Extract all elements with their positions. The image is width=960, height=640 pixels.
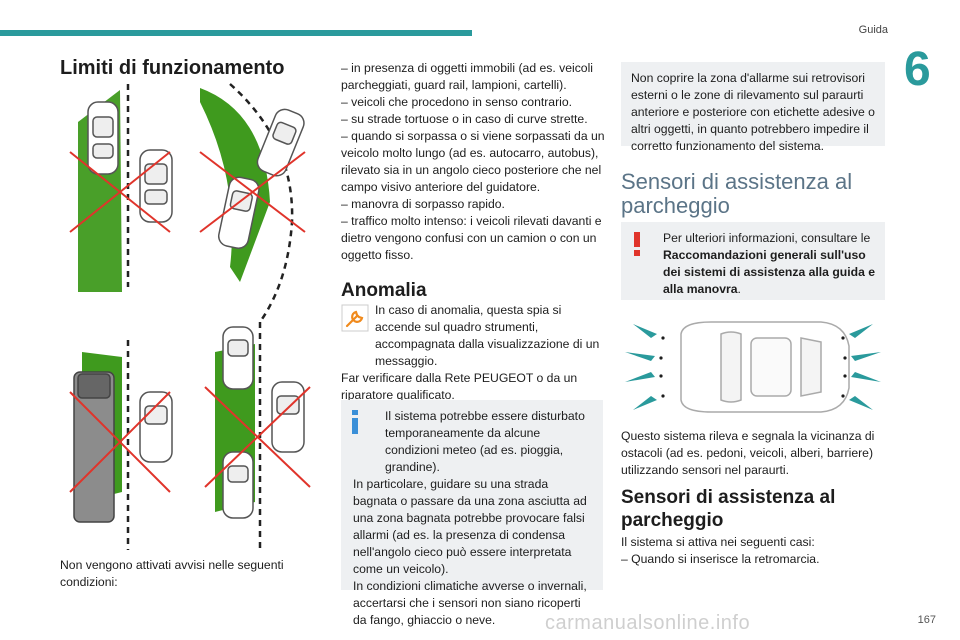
arrow-icon [625, 352, 655, 361]
sensor-dots [659, 336, 847, 398]
warning-note-recommendations: Per ulteriori informazioni, consultare l… [621, 222, 885, 300]
page-number: 167 [917, 614, 936, 626]
anomaly-text: In caso di anomalia, questa spia si acce… [341, 302, 606, 404]
sensor-arrows [625, 324, 881, 410]
illustration-blind-spot-limits [60, 82, 322, 557]
warning-exclamation-icon [632, 232, 642, 256]
arrow-icon [851, 352, 881, 361]
parking-sensors-description: Questo sistema rileva e segnala la vicin… [621, 429, 875, 477]
conditions-intro: Non vengono attivati avvisi nelle seguen… [60, 558, 284, 589]
car-icon [222, 451, 254, 519]
activation-intro: Il sistema si attiva nei seguenti casi: [621, 535, 815, 549]
warning-note-text: Per ulteriori informazioni, consultare l… [631, 230, 875, 298]
arrow-icon [633, 396, 657, 410]
warning-prefix: Per ulteriori informazioni, consultare l… [663, 231, 871, 245]
note-do-not-cover: Non coprire la zona d'allarme sui retrov… [621, 62, 885, 153]
arrow-icon [633, 324, 657, 338]
warning-suffix: . [737, 282, 741, 296]
condition-item: – veicoli che procedono in senso contrar… [341, 95, 573, 109]
parking-sensors-heading: Sensori di assistenza al parcheggio [621, 169, 853, 218]
warning-bold-reference: Raccomandazioni generali sull'uso dei si… [663, 248, 876, 296]
watermark: carmanualsonline.info [545, 612, 751, 634]
car-top-view-icon [680, 321, 850, 413]
cross-mark [69, 151, 171, 233]
condition-item: – su strade tortuose o in caso di curve … [341, 112, 588, 126]
wrench-warning-icon [341, 304, 371, 334]
info-note-weather: Il sistema potrebbe essere disturbato te… [341, 400, 603, 627]
condition-item: – in presenza di oggetti immobili (ad es… [341, 61, 593, 92]
arrow-icon [849, 324, 873, 338]
info-note-paragraph: In particolare, guidare su una strada ba… [353, 477, 587, 576]
anomaly-paragraph: Far verificare dalla Rete PEUGEOT o da u… [341, 371, 578, 402]
info-icon [350, 410, 360, 434]
activation-item: – Quando si inserisce la retromarcia. [621, 552, 820, 566]
anomaly-heading: Anomalia [341, 280, 427, 301]
anomaly-paragraph: In caso di anomalia, questa spia si acce… [375, 303, 600, 368]
car-icon [256, 108, 305, 177]
info-note-paragraph: Il sistema potrebbe essere disturbato te… [385, 409, 585, 474]
conditions-list: – in presenza di oggetti immobili (ad es… [341, 60, 606, 264]
header-accent-bar [0, 30, 472, 36]
cross-mark [204, 386, 311, 488]
arrow-icon [625, 372, 655, 382]
activation-text: Il sistema si attiva nei seguenti casi: … [621, 534, 885, 568]
condition-item: – manovra di sorpasso rapido. [341, 197, 505, 211]
car-icon [87, 101, 119, 175]
parking-sensors-subheading: Sensori di assistenza al parcheggio [621, 487, 836, 531]
car-icon [222, 326, 254, 390]
car-icon [271, 381, 305, 453]
arrow-icon [851, 372, 881, 382]
arrow-icon [849, 396, 873, 410]
section-label: Guida [858, 24, 888, 36]
condition-item: – quando si sorpassa o si viene sorpassa… [341, 129, 605, 194]
chapter-number: 6 [904, 43, 931, 96]
cross-mark [199, 151, 306, 233]
cross-mark [69, 391, 171, 493]
limits-heading: Limiti di funzionamento [60, 57, 285, 79]
car-icon [139, 391, 173, 463]
condition-item: – traffico molto intenso: i veicoli rile… [341, 214, 602, 262]
truck-icon [73, 371, 115, 523]
info-note-paragraph: In condizioni climatiche avverse o inver… [353, 579, 587, 627]
parking-sensors-illustration [621, 316, 885, 418]
